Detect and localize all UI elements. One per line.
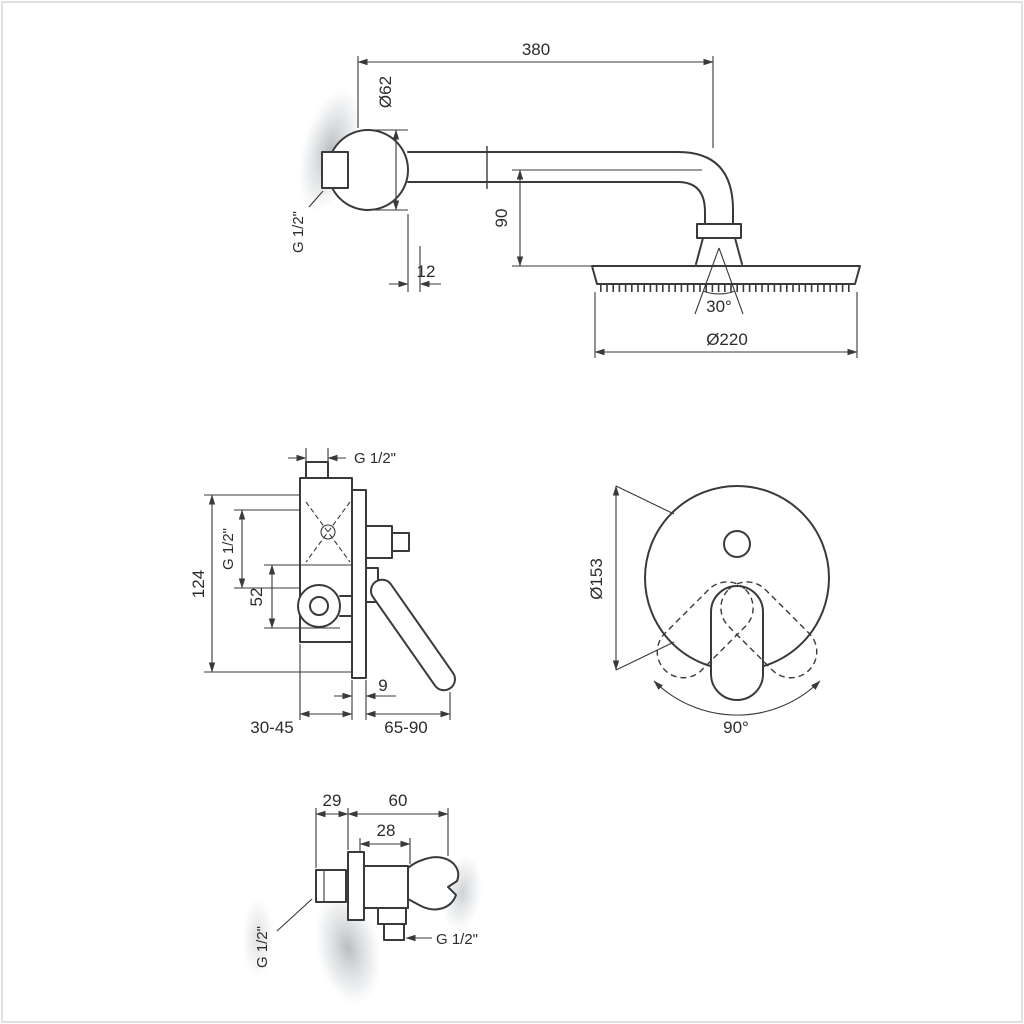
mixer-handle-lever xyxy=(370,578,456,692)
dim-projection: 29 xyxy=(323,791,342,810)
dim-arm-length: 380 xyxy=(522,40,550,59)
dim-top-outlet-thread: G 1/2" xyxy=(354,450,396,467)
mixer-cartridge xyxy=(365,525,393,559)
cartridge-axis-circle xyxy=(320,524,336,540)
outlet-body xyxy=(363,865,409,909)
shower-arm-head-view: 380 Ø62 G 1/2" 12 90 30° Ø220 xyxy=(290,40,861,358)
dim-escutcheon-thickness: 9 xyxy=(378,676,387,695)
dim-head-drop-height: 90 xyxy=(492,209,511,228)
dim-escutcheon-diameter: Ø62 xyxy=(376,76,395,108)
outlet-port-inner xyxy=(309,596,329,616)
dim-inlet-thread: G 1/2" xyxy=(220,528,237,570)
dim-outlet-thread: G 1/2" xyxy=(436,931,478,948)
bottom-outlet-nut xyxy=(383,923,405,941)
dim-head-diameter: Ø220 xyxy=(706,330,748,349)
dim-outlet-offset: 28 xyxy=(377,821,396,840)
diverter-button xyxy=(723,530,751,558)
dim-holder-width: 60 xyxy=(389,791,408,810)
mixer-escutcheon-plate xyxy=(351,489,367,679)
dim-front-escutcheon-diameter: Ø153 xyxy=(587,558,606,600)
mixer-top-port xyxy=(305,461,329,479)
dim-handle-rotation: 90° xyxy=(723,718,749,737)
outlet-escutcheon-plate xyxy=(347,851,365,921)
head-connector-nut xyxy=(696,223,742,239)
dim-installation-depth: 30-45 xyxy=(250,718,293,737)
mixer-front-view: 90° Ø153 xyxy=(587,485,830,737)
mixer-side-view: G 1/2" 124 G 1/2" 52 9 30-45 65-90 xyxy=(189,448,456,737)
front-handle xyxy=(710,585,764,701)
shower-head-outline xyxy=(591,265,861,285)
handle-rotation-arc xyxy=(653,680,821,716)
wall-fitting-outline xyxy=(321,151,349,189)
mounting-cross-hidden-lines xyxy=(305,501,351,563)
spray-cone xyxy=(694,247,744,315)
dim-spray-angle: 30° xyxy=(706,297,732,316)
outlet-port-outer xyxy=(297,584,341,628)
dim-wall-thread: G 1/2" xyxy=(254,926,271,968)
bottom-outlet-stub xyxy=(377,907,407,925)
dim-outlet-spacing: 52 xyxy=(247,588,266,607)
dim-wall-connection-thread: G 1/2" xyxy=(290,211,307,253)
dim-escutcheon-depth: 12 xyxy=(417,262,436,281)
wall-outlet-view: 29 60 28 G 1/2" G 1/2" xyxy=(254,791,478,968)
handset-holder xyxy=(407,856,460,911)
dim-handle-projection: 65-90 xyxy=(384,718,427,737)
handle-swing-positions xyxy=(656,581,818,679)
outlet-thread-fitting xyxy=(315,869,347,903)
cartridge-cap xyxy=(391,532,410,552)
dim-body-height: 124 xyxy=(189,570,208,598)
